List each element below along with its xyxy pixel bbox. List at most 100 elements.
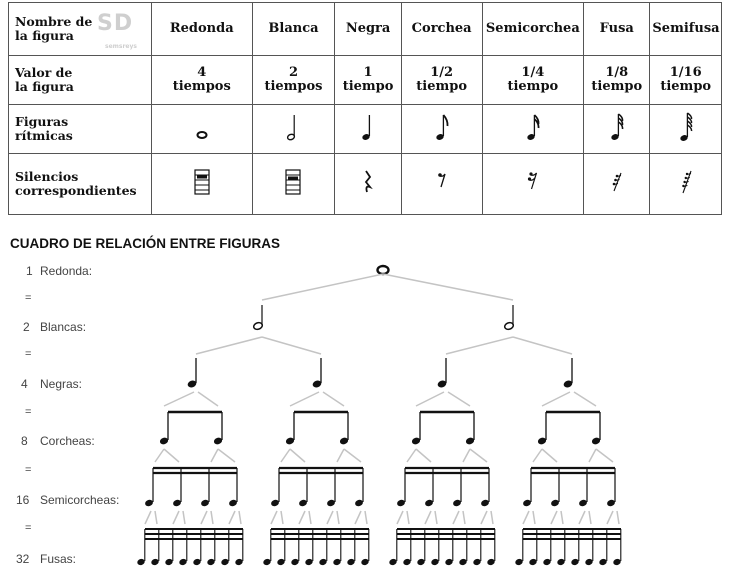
connector-line — [434, 510, 438, 525]
column-header-negra: Negra — [334, 2, 402, 56]
connector-line — [343, 448, 362, 463]
sixteenth-note — [327, 499, 335, 507]
thirty-second-note — [361, 558, 369, 566]
sixteenth-note — [481, 499, 489, 507]
figuras-row: Figuras rítmicas — [8, 104, 722, 154]
connector-line — [406, 510, 410, 525]
connector-line — [163, 448, 180, 463]
equals-sign: = — [25, 348, 32, 360]
connector-line — [396, 510, 404, 525]
valor-value: 4 tiempos — [172, 65, 231, 94]
whole-note-icon — [151, 104, 253, 154]
connector-line — [424, 510, 432, 525]
connector-line — [588, 448, 597, 463]
valor-row: Valor de la figura 4 tiempos 2 tiempos 1… — [8, 55, 722, 105]
sixteenth-note — [271, 499, 279, 507]
quarter-note-icon — [334, 104, 402, 154]
connector-line — [228, 510, 236, 525]
column-header-semifusa: Semifusa — [649, 2, 722, 56]
thirty-second-note — [179, 558, 187, 566]
sixteenth-note — [551, 499, 559, 507]
sixteenth-rest-icon — [481, 153, 585, 215]
valor-value: 1/8 tiempo — [591, 65, 643, 94]
silencios-label-cell: Silencios correspondientes — [8, 153, 152, 215]
quarter-note — [437, 380, 447, 388]
thirty-second-note — [137, 558, 145, 566]
sixty-fourth-note-icon — [649, 104, 722, 154]
eighth-note — [537, 437, 547, 445]
silencios-row: Silencios correspondientes — [8, 153, 722, 215]
connector-line — [261, 273, 384, 301]
equals-sign: = — [25, 464, 32, 476]
valor-value: 1 tiempo — [342, 65, 394, 94]
connector-line — [550, 510, 558, 525]
connector-line — [172, 510, 180, 525]
connector-line — [447, 391, 471, 407]
connector-line — [238, 510, 242, 525]
sixteenth-note — [201, 499, 209, 507]
connector-line — [541, 448, 558, 463]
column-header-fusa: Fusa — [583, 2, 651, 56]
valor-value: 1/16 tiempo — [660, 65, 712, 94]
connector-line — [298, 510, 306, 525]
eighth-note — [465, 437, 475, 445]
valor-value: 1/2 tiempo — [416, 65, 468, 94]
sixteenth-note — [229, 499, 237, 507]
connector-line — [560, 510, 564, 525]
connector-line — [289, 391, 320, 407]
quarter-rest-icon — [334, 153, 402, 215]
row-count-negras: 4 — [21, 377, 28, 391]
thirty-second-note — [277, 558, 285, 566]
thirty-second-note — [235, 558, 243, 566]
thirty-second-note-icon — [583, 104, 651, 154]
thirty-second-note — [333, 558, 341, 566]
thirty-second-note — [529, 558, 537, 566]
row-count-corcheas: 8 — [21, 434, 28, 448]
connector-line — [364, 510, 368, 525]
sixteenth-note — [397, 499, 405, 507]
connector-line — [182, 510, 186, 525]
figures-table: Nombre de la figura SD semsreys Redonda … — [8, 2, 722, 216]
connector-line — [480, 510, 488, 525]
thirty-second-rest-icon — [583, 153, 651, 215]
connector-line — [280, 510, 284, 525]
sixteenth-note — [607, 499, 615, 507]
row-name-corcheas: Corcheas: — [40, 434, 95, 448]
eighth-note — [339, 437, 349, 445]
equals-sign: = — [25, 292, 32, 304]
connector-line — [322, 391, 345, 407]
connector-line — [541, 391, 571, 407]
connector-line — [469, 448, 488, 463]
thirty-second-note — [585, 558, 593, 566]
sixteenth-note — [523, 499, 531, 507]
thirty-second-note — [305, 558, 313, 566]
thirty-second-note — [319, 558, 327, 566]
half-note-icon — [251, 104, 336, 154]
connector-line — [195, 336, 263, 355]
connector-line — [154, 448, 165, 463]
row-name-negras: Negras: — [40, 377, 83, 391]
thirty-second-note — [417, 558, 425, 566]
thirty-second-note — [571, 558, 579, 566]
sixteenth-note — [355, 499, 363, 507]
connector-line — [354, 510, 362, 525]
connector-line — [606, 510, 614, 525]
connector-line — [415, 448, 432, 463]
thirty-second-note — [151, 558, 159, 566]
connector-line — [452, 510, 460, 525]
watermark-logo: SD — [97, 11, 134, 36]
valor-cell: 1/2 tiempo — [400, 55, 483, 105]
connector-line — [462, 448, 471, 463]
row-name-redonda: Redonda: — [40, 264, 93, 278]
valor-value: 1/4 tiempo — [507, 65, 559, 94]
connector-line — [210, 510, 214, 525]
valor-cell: 2 tiempos — [251, 55, 336, 105]
figuras-label-cell: Figuras rítmicas — [8, 104, 152, 154]
connector-line — [200, 510, 208, 525]
row-count-redonda: 1 — [26, 264, 33, 278]
watermark-logo-sub: semsreys — [105, 43, 137, 50]
whole-rest-icon — [151, 153, 253, 215]
thirty-second-note — [207, 558, 215, 566]
column-header-blanca: Blanca — [251, 2, 336, 56]
